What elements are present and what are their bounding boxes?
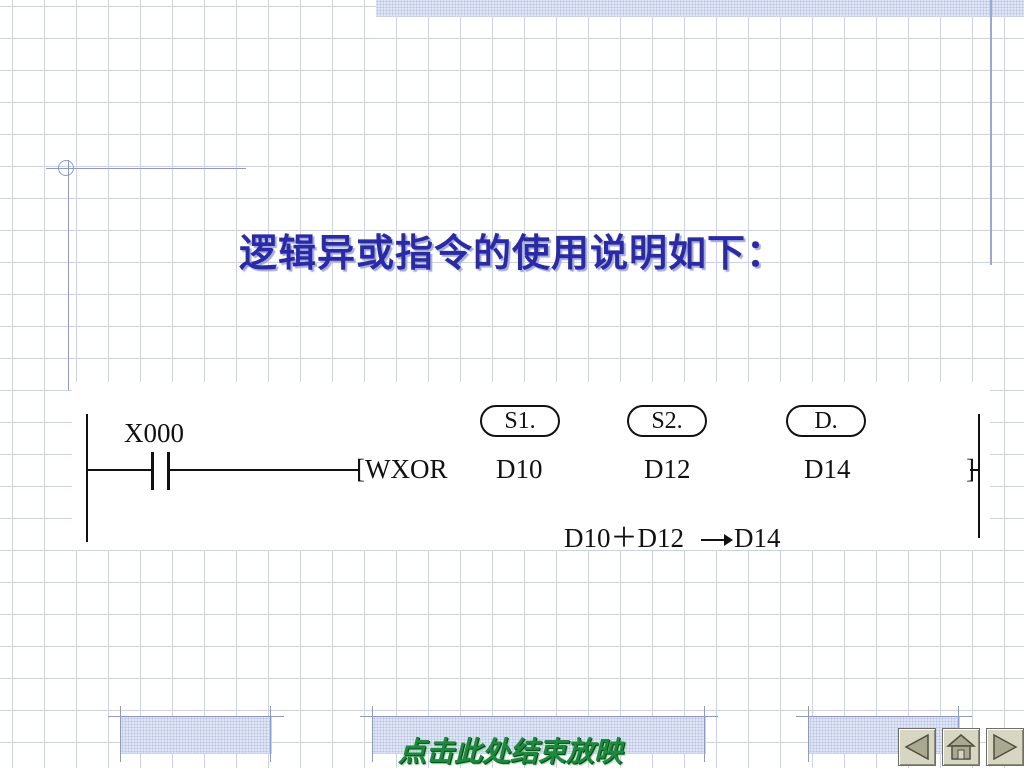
next-slide-button[interactable] [986,728,1024,766]
operand-s1-tag: S1. [480,405,560,437]
contact-plate-left [151,452,154,490]
corner-decor-circle [58,160,74,176]
corner-decor-hline [46,168,246,169]
bottom-tick [120,706,121,762]
operand-s1: D10 [496,454,543,484]
home-icon [946,734,976,760]
operand-s2: D12 [644,454,691,484]
end-show-link[interactable]: 点击此处结束放映 [398,735,623,768]
operand-d-tag: D. [786,405,866,437]
bottom-tick [372,706,373,762]
bottom-tick-line [796,716,972,717]
rung-wire-end [970,469,978,471]
instruction-mnemonic: [WXOR [356,454,448,484]
right-decor-line [990,0,992,265]
triangle-right-icon [993,733,1018,761]
slide-title: 逻辑异或指令的使用说明如下： [238,231,785,275]
rung-wire-left [88,469,152,471]
ladder-diagram [72,382,990,550]
top-decor-band [376,0,1024,17]
left-power-rail [86,414,88,542]
formula-right: D14 [734,523,781,553]
contact-label: X000 [124,418,184,448]
corner-decor-vline [68,160,69,390]
rung-wire-right [170,469,360,471]
bottom-tick [704,706,705,762]
bottom-decor-box-right [808,716,960,754]
right-power-rail [978,414,980,538]
bottom-decor-box-left [120,716,272,754]
operand-s2-tag: S2. [627,405,707,437]
contact-plate-right [167,452,170,490]
home-button[interactable] [942,728,980,766]
arrow-right-icon [700,529,734,551]
instruction-close-bracket: ] [966,454,975,484]
bottom-tick-line [108,716,284,717]
bottom-tick [270,706,271,762]
triangle-left-icon [904,733,929,761]
operand-d: D14 [804,454,851,484]
formula-left: D10＋D12 [564,523,684,553]
bottom-tick-line [360,716,718,717]
bottom-tick [808,706,809,762]
prev-slide-button[interactable] [898,728,936,766]
